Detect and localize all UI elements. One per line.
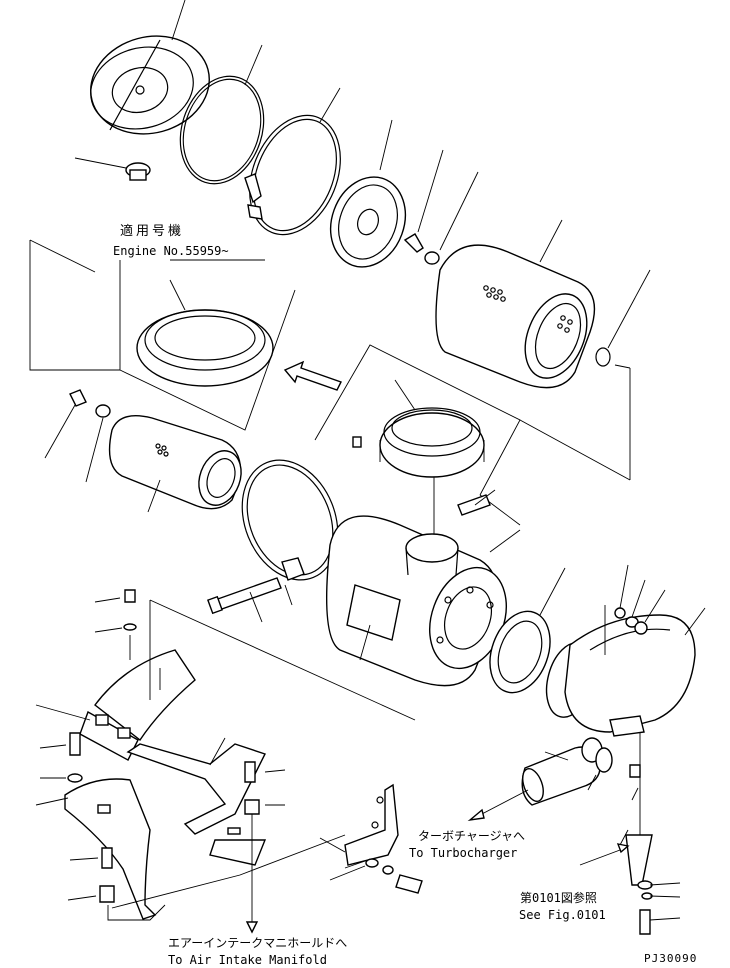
snap-ring [595,269,651,367]
fig-label-en: See Fig.0101 [519,908,606,922]
fig-reference-arrow [579,843,630,866]
wing-nut [74,157,151,181]
applicable-label-jp: 適用号機 [120,223,184,239]
center-mount-bracket [111,783,423,909]
perforation-pattern [483,285,573,333]
turbo-label-en: To Turbocharger [409,846,517,860]
mounting-band [241,459,339,581]
lower-bracket-left [35,778,157,920]
alternate-element-box [29,239,296,431]
upper-bolt-left [94,589,137,660]
outer-element [435,219,596,389]
clamp-band [244,87,341,236]
wing-bolt [403,149,479,265]
band-bolt [207,577,293,623]
bracket-hardware [637,880,681,935]
washer-nut-set [614,564,666,635]
turbo-label-jp: ターボチャージャへ [418,829,525,843]
pre-cleaner-box [314,344,631,526]
fig-label-jp: 第0101図参照 [520,890,597,905]
to-intake-manifold-arrow [245,880,259,934]
outlet-elbow [545,605,706,737]
cleaner-mount-bracket [35,599,416,761]
gasket [489,567,566,694]
safety-element [108,415,242,513]
leader-line [171,0,186,41]
intake-label-en: To Air Intake Manifold [168,953,327,967]
drawing-number: PJ30090 [644,952,697,965]
seal-ring [179,44,265,185]
air-cleaner-cover [90,35,210,135]
intake-label-jp: エアーインテークマニホールドへ [168,936,347,950]
replacement-arrow [283,360,342,391]
air-cleaner-body [325,515,521,687]
to-turbocharger-arrow [467,789,529,822]
right-bracket [619,732,653,886]
bolts-left [39,732,166,921]
engine-number-note: Engine No.55959~ [113,244,229,258]
bolts-center [244,761,286,880]
element-cap [329,119,407,268]
connecting-hose [521,737,613,806]
support-stay [126,737,267,866]
wing-nut-left [44,389,111,483]
